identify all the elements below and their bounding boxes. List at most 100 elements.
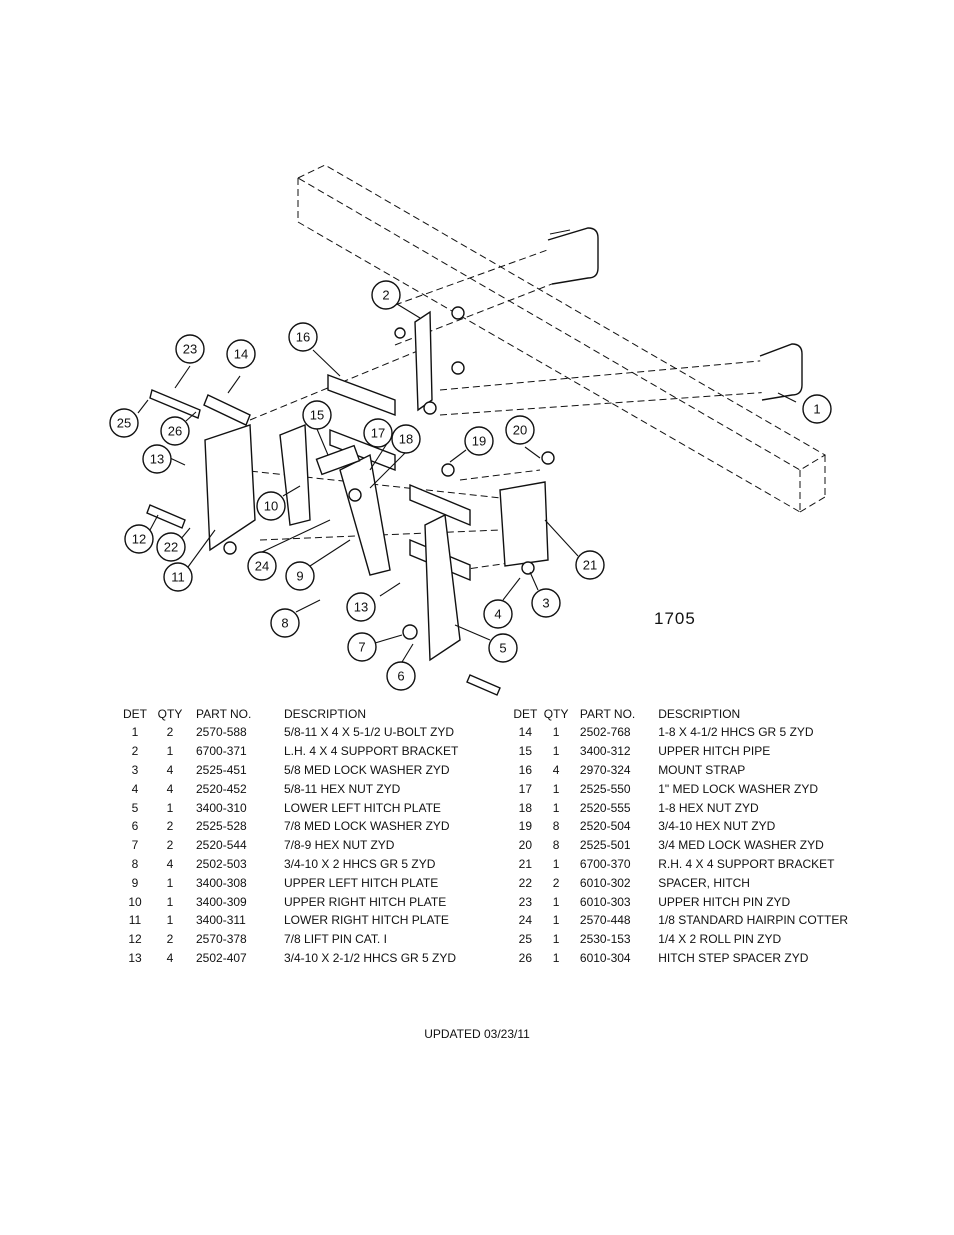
cell-qty: 4 bbox=[166, 950, 174, 965]
cell-part-no: 2525-451 bbox=[196, 762, 247, 777]
cell-description: 1/4 X 2 ROLL PIN ZYD bbox=[658, 932, 782, 947]
callout-label: 18 bbox=[399, 432, 413, 447]
callout-label: 6 bbox=[397, 669, 404, 684]
cell-description: 1-8 X 4-1/2 HHCS GR 5 ZYD bbox=[658, 725, 814, 740]
cell-qty: 2 bbox=[166, 932, 174, 947]
cell-part-no: 2530-153 bbox=[579, 932, 631, 947]
cell-qty: 2 bbox=[552, 875, 560, 890]
callout-label: 7 bbox=[358, 640, 365, 655]
cell-qty: 4 bbox=[166, 762, 174, 777]
header-qty: QTY bbox=[543, 707, 569, 721]
callout-26: 26 bbox=[160, 416, 190, 446]
callout-12: 12 bbox=[124, 524, 154, 554]
cell-part-no: 2525-550 bbox=[579, 781, 631, 796]
header-desc: DESCRIPTION bbox=[658, 707, 741, 721]
cell-part-no: 2520-504 bbox=[579, 819, 631, 834]
cell-qty: 1 bbox=[166, 744, 174, 759]
u-bolt-upper bbox=[547, 227, 599, 285]
header-part: PART NO. bbox=[579, 707, 636, 721]
header-det: DET bbox=[123, 707, 147, 721]
cell-part-no: 3400-308 bbox=[196, 875, 247, 890]
cell-part-no: 2502-768 bbox=[579, 725, 631, 740]
cell-qty: 4 bbox=[166, 781, 174, 796]
cell-det: 15 bbox=[518, 744, 533, 759]
cell-part-no: 2502-407 bbox=[196, 950, 247, 965]
header-row: DET QTY PART NO. DESCRIPTION bbox=[118, 705, 458, 723]
cell-det: 17 bbox=[518, 781, 533, 796]
cell-part-no: 2570-378 bbox=[196, 932, 247, 947]
cell-qty: 1 bbox=[552, 800, 560, 815]
nut-e bbox=[441, 463, 455, 477]
lower-left-hitch-plate bbox=[424, 513, 461, 662]
cell-description: 1/8 STANDARD HAIRPIN COTTER bbox=[658, 913, 848, 928]
callout-label: 4 bbox=[494, 607, 501, 622]
cell-qty: 1 bbox=[166, 894, 174, 909]
nut-i bbox=[223, 541, 237, 555]
cell-part-no: 3400-310 bbox=[196, 800, 247, 815]
cell-det: 18 bbox=[518, 800, 533, 815]
cell-description: L.H. 4 X 4 SUPPORT BRACKET bbox=[284, 744, 459, 759]
cell-description: 7/8 MED LOCK WASHER ZYD bbox=[284, 819, 450, 834]
callout-label: 24 bbox=[255, 559, 269, 574]
cell-det: 2 bbox=[131, 744, 139, 759]
callout-5: 5 bbox=[488, 633, 518, 663]
callout-19: 19 bbox=[464, 426, 494, 456]
cell-part-no: 6700-371 bbox=[196, 744, 247, 759]
cell-det: 4 bbox=[131, 781, 139, 796]
cell-qty: 8 bbox=[552, 838, 560, 853]
cell-part-no: 6010-303 bbox=[579, 894, 631, 909]
callout-label: 11 bbox=[171, 570, 185, 585]
callout-15: 15 bbox=[302, 400, 332, 430]
lower-right-hitch-plate bbox=[204, 424, 256, 552]
cell-part-no: 2520-452 bbox=[196, 781, 247, 796]
callout-label: 3 bbox=[542, 596, 549, 611]
cell-det: 8 bbox=[131, 856, 139, 871]
cell-part-no: 2520-544 bbox=[196, 838, 247, 853]
cell-qty: 1 bbox=[552, 744, 560, 759]
cell-qty: 8 bbox=[552, 819, 560, 834]
cell-part-no: 2525-501 bbox=[579, 838, 631, 853]
cell-qty: 1 bbox=[166, 875, 174, 890]
cell-part-no: 2570-448 bbox=[579, 913, 631, 928]
lift-pin bbox=[146, 504, 186, 529]
callout-21: 21 bbox=[575, 550, 605, 580]
cell-description: UPPER RIGHT HITCH PLATE bbox=[284, 894, 447, 909]
cell-det: 19 bbox=[518, 819, 533, 834]
cell-part-no: 3400-311 bbox=[196, 913, 246, 928]
cell-det: 6 bbox=[131, 819, 139, 834]
cell-det: 21 bbox=[518, 856, 533, 871]
cell-det: 10 bbox=[128, 894, 142, 909]
nut-g bbox=[521, 561, 535, 575]
cell-qty: 1 bbox=[552, 913, 560, 928]
drawing-number: 1705 bbox=[654, 609, 696, 628]
cell-description: HITCH STEP SPACER ZYD bbox=[658, 950, 809, 965]
lh-support-bracket bbox=[414, 310, 433, 412]
cell-part-no: 3400-309 bbox=[196, 894, 247, 909]
mount-strap-c bbox=[409, 483, 471, 527]
cell-det: 7 bbox=[131, 838, 139, 853]
cell-det: 26 bbox=[518, 950, 533, 965]
cell-det: 22 bbox=[518, 875, 533, 890]
callout-label: 8 bbox=[281, 616, 288, 631]
upper-left-hitch-plate bbox=[339, 453, 391, 576]
callout-6: 6 bbox=[386, 661, 416, 691]
callout-13b: 13 bbox=[346, 592, 376, 622]
